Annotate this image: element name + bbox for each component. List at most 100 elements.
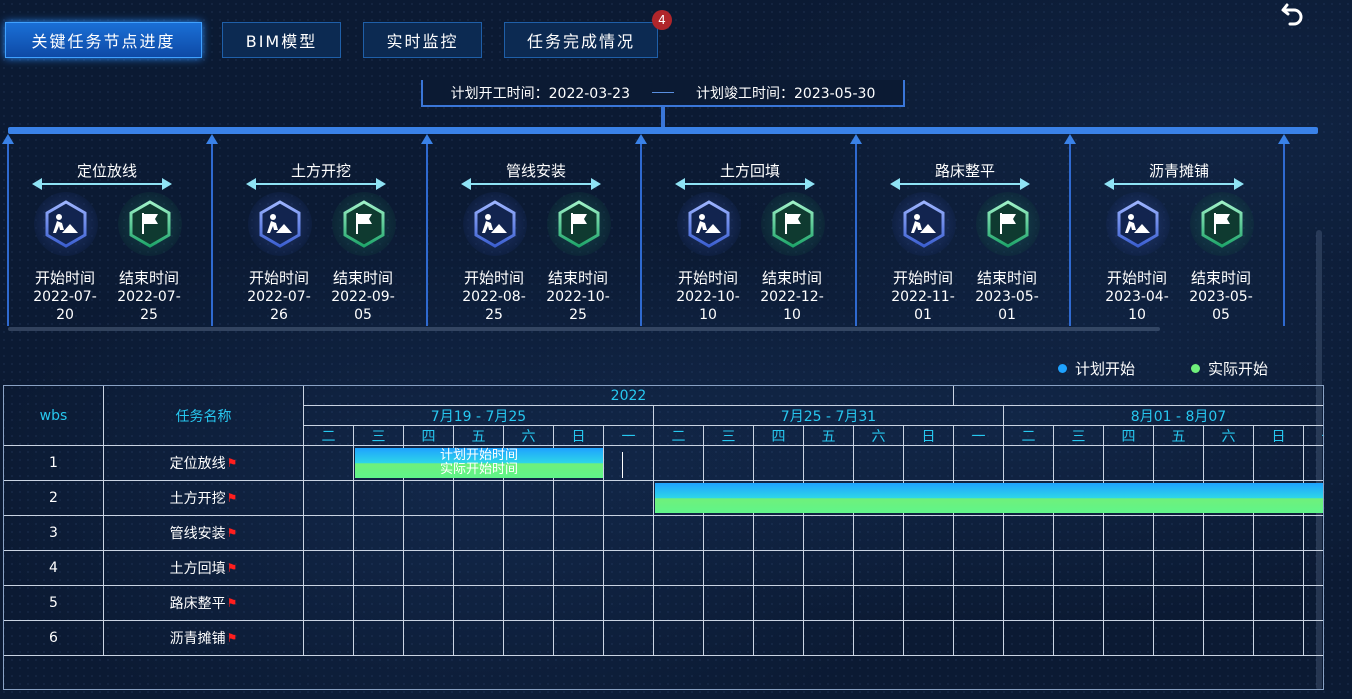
grid-cell[interactable] <box>304 551 354 586</box>
tab-realtime-monitor[interactable]: 实时监控 <box>363 22 482 58</box>
grid-cell[interactable] <box>354 481 404 516</box>
grid-cell[interactable] <box>1054 586 1104 621</box>
grid-cell[interactable] <box>454 481 504 516</box>
grid-cell[interactable] <box>504 621 554 656</box>
grid-cell[interactable] <box>454 551 504 586</box>
grid-cell[interactable] <box>1204 586 1254 621</box>
grid-cell[interactable] <box>1054 516 1104 551</box>
grid-cell[interactable] <box>554 586 604 621</box>
grid-cell[interactable] <box>354 551 404 586</box>
grid-cell[interactable] <box>554 551 604 586</box>
grid-cell[interactable] <box>904 446 954 481</box>
horizontal-scrollbar[interactable] <box>8 327 1160 331</box>
grid-cell[interactable] <box>1254 516 1304 551</box>
grid-cell[interactable] <box>1304 481 1323 516</box>
grid-cell[interactable] <box>704 446 754 481</box>
grid-cell[interactable] <box>1004 446 1054 481</box>
grid-cell[interactable] <box>904 516 954 551</box>
grid-cell[interactable] <box>1304 516 1323 551</box>
grid-cell[interactable] <box>704 586 754 621</box>
grid-cell[interactable] <box>1204 516 1254 551</box>
grid-cell[interactable] <box>604 551 654 586</box>
column-header-wbs[interactable]: wbs <box>4 386 104 446</box>
grid-cell[interactable] <box>1254 621 1304 656</box>
grid-cell[interactable] <box>704 551 754 586</box>
grid-cell[interactable] <box>504 551 554 586</box>
grid-cell[interactable] <box>904 551 954 586</box>
grid-cell[interactable] <box>454 586 504 621</box>
grid-cell[interactable] <box>1304 586 1323 621</box>
grid-cell[interactable] <box>554 621 604 656</box>
grid-cell[interactable] <box>304 516 354 551</box>
grid-cell[interactable] <box>604 516 654 551</box>
tab-key-task-progress[interactable]: 关键任务节点进度 <box>5 22 202 58</box>
grid-cell[interactable] <box>1154 551 1204 586</box>
grid-cell[interactable] <box>804 551 854 586</box>
grid-cell[interactable] <box>654 516 704 551</box>
grid-cell[interactable] <box>454 516 504 551</box>
grid-cell[interactable] <box>554 516 604 551</box>
grid-cell[interactable] <box>554 481 604 516</box>
grid-cell[interactable] <box>954 586 1004 621</box>
grid-cell[interactable] <box>1104 621 1154 656</box>
grid-cell[interactable] <box>504 516 554 551</box>
grid-cell[interactable] <box>1154 586 1204 621</box>
grid-cell[interactable] <box>1104 516 1154 551</box>
grid-cell[interactable] <box>304 481 354 516</box>
grid-cell[interactable] <box>304 586 354 621</box>
grid-cell[interactable] <box>804 516 854 551</box>
grid-cell[interactable] <box>1304 446 1323 481</box>
grid-cell[interactable] <box>304 621 354 656</box>
column-header-task-name[interactable]: 任务名称 <box>104 386 304 446</box>
grid-cell[interactable] <box>1204 551 1254 586</box>
grid-cell[interactable] <box>1154 621 1204 656</box>
grid-cell[interactable] <box>1254 586 1304 621</box>
grid-cell[interactable] <box>654 621 704 656</box>
grid-cell[interactable] <box>904 586 954 621</box>
grid-cell[interactable] <box>1304 621 1323 656</box>
grid-cell[interactable] <box>754 516 804 551</box>
grid-cell[interactable] <box>1004 516 1054 551</box>
grid-cell[interactable] <box>654 586 704 621</box>
grid-cell[interactable] <box>604 481 654 516</box>
grid-cell[interactable] <box>354 516 404 551</box>
grid-cell[interactable] <box>854 516 904 551</box>
tab-task-completion[interactable]: 任务完成情况 <box>504 22 658 58</box>
grid-cell[interactable] <box>904 621 954 656</box>
grid-cell[interactable] <box>1104 446 1154 481</box>
grid-cell[interactable] <box>1254 551 1304 586</box>
grid-cell[interactable] <box>704 516 754 551</box>
grid-cell[interactable] <box>954 446 1004 481</box>
grid-cell[interactable] <box>754 621 804 656</box>
grid-cell[interactable] <box>604 586 654 621</box>
grid-cell[interactable] <box>1054 621 1104 656</box>
grid-cell[interactable] <box>1004 621 1054 656</box>
grid-cell[interactable] <box>754 446 804 481</box>
grid-cell[interactable] <box>404 516 454 551</box>
gantt-bar-task-1[interactable]: 计划开始时间实际开始时间 <box>355 448 603 478</box>
gantt-bar-task-2[interactable] <box>655 483 1323 513</box>
grid-cell[interactable] <box>754 586 804 621</box>
grid-cell[interactable] <box>1054 446 1104 481</box>
grid-cell[interactable] <box>1204 446 1254 481</box>
grid-cell[interactable] <box>604 446 654 481</box>
grid-cell[interactable] <box>1104 551 1154 586</box>
grid-cell[interactable] <box>804 586 854 621</box>
grid-cell[interactable] <box>1054 551 1104 586</box>
grid-cell[interactable] <box>1004 586 1054 621</box>
back-icon[interactable] <box>1280 0 1306 26</box>
grid-cell[interactable] <box>1104 586 1154 621</box>
grid-cell[interactable] <box>854 621 904 656</box>
grid-cell[interactable] <box>954 551 1004 586</box>
grid-cell[interactable] <box>604 621 654 656</box>
grid-cell[interactable] <box>1004 551 1054 586</box>
grid-cell[interactable] <box>1154 516 1204 551</box>
grid-cell[interactable] <box>754 551 804 586</box>
grid-cell[interactable] <box>804 446 854 481</box>
grid-cell[interactable] <box>304 446 354 481</box>
grid-cell[interactable] <box>504 481 554 516</box>
grid-cell[interactable] <box>854 446 904 481</box>
grid-cell[interactable] <box>654 446 704 481</box>
grid-cell[interactable] <box>1204 621 1254 656</box>
grid-cell[interactable] <box>404 481 454 516</box>
